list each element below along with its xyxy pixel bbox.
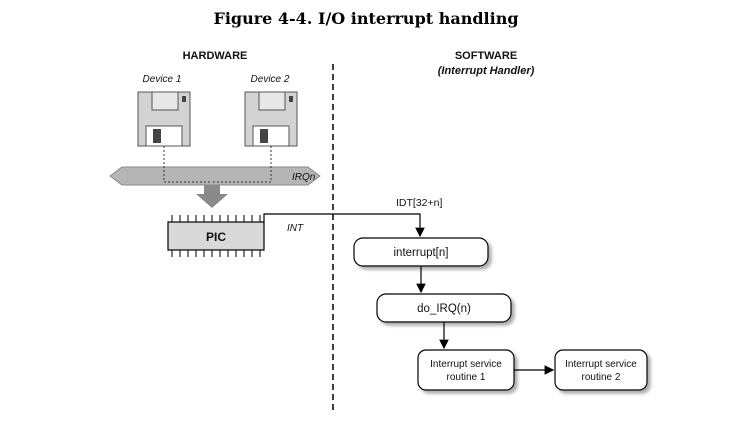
software-header: SOFTWARE [455, 50, 517, 62]
isr-1-label-line2: routine 1 [447, 372, 486, 383]
int-line [263, 213, 425, 238]
device-2-label: Device 2 [251, 74, 290, 85]
isr-1-label-line1: Interrupt service [430, 359, 502, 370]
software-subheader: (Interrupt Handler) [438, 65, 535, 77]
device-2-icon [244, 91, 298, 147]
device-1-irq-line [163, 146, 212, 183]
isr-2-box [554, 349, 648, 391]
isr-2-label-line1: Interrupt service [565, 359, 637, 370]
device-2-irq-line [212, 146, 272, 183]
do-irq-label: do_IRQ(n) [417, 303, 471, 315]
bus-to-pic-arrow [196, 185, 228, 208]
pic-label: PIC [206, 230, 226, 244]
idt-label: IDT[32+n] [396, 197, 442, 209]
isr-2-label-line2: routine 2 [582, 372, 621, 383]
hardware-header: HARDWARE [183, 50, 248, 62]
irq-bus [109, 166, 321, 186]
device-1-icon [137, 91, 191, 147]
interrupt-n-label: interrupt[n] [394, 247, 449, 259]
device-1-label: Device 1 [143, 74, 182, 85]
isr-1-box [417, 349, 515, 391]
pic-chip [167, 215, 265, 257]
figure-title: Figure 4-4. I/O interrupt handling [213, 9, 519, 28]
irq-bus-label: IRQn [292, 172, 316, 183]
int-label: INT [287, 223, 304, 234]
